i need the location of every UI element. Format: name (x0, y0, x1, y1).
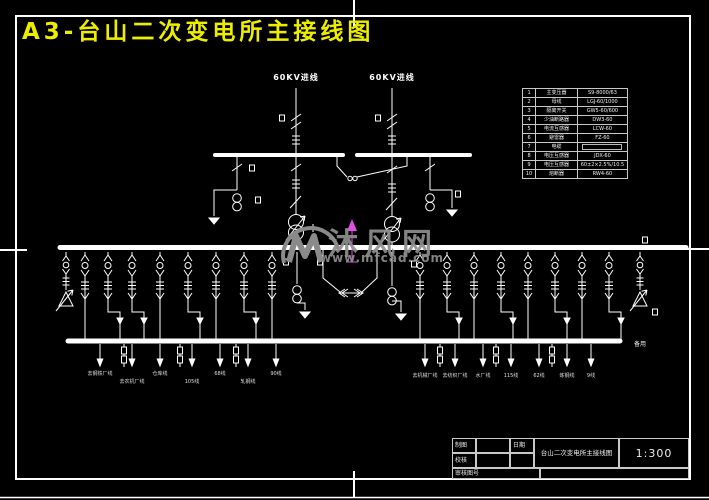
bus-tie-60kv (336, 157, 408, 182)
equipment-spec (576, 142, 629, 152)
equipment-spec: RW4-60 (576, 169, 629, 179)
titleblock-date-value (510, 453, 534, 468)
equipment-no: 9 (521, 160, 537, 170)
equipment-spec: GW5-60/600 (576, 106, 629, 116)
titleblock-review-value (540, 468, 689, 479)
equipment-table-row: 1 主变压器 S9-8000/63 (521, 88, 629, 98)
equipment-no: 10 (521, 169, 537, 179)
arrester-feeder-right (630, 252, 658, 316)
arrester-feeder-left (56, 252, 73, 311)
equipment-name: 少油断路器 (535, 115, 578, 125)
feeder-label: 90线 (270, 371, 282, 377)
feeder-label: 轧钢线 (240, 379, 256, 385)
pt-branch-60kv-left (208, 157, 255, 225)
equipment-spec: 60±2×2.5%/10.5 (576, 160, 629, 170)
equipment-no: 4 (521, 115, 537, 125)
equipment-no: 5 (521, 124, 537, 134)
feeder-label: 68线 (214, 371, 226, 377)
bus-tag-square (642, 236, 648, 244)
watermark-site-url: www.mfcad.com (320, 251, 444, 265)
equipment-table-row: 10 熔断器 RW4-60 (521, 169, 629, 179)
watermark-site-name: 沐风网 (328, 227, 439, 262)
incoming-label-right: 60KV进线 (369, 73, 415, 82)
equipment-spec: DW3-60 (576, 115, 629, 125)
equipment-spec: LCW-60 (576, 124, 629, 134)
feeder-label: 115线 (503, 373, 519, 379)
equipment-name: 隔离开关 (535, 106, 578, 116)
equipment-name: 电压互感器 (535, 160, 578, 170)
equipment-no: 6 (521, 133, 537, 143)
equipment-table-row: 9 电压互感器 60±2×2.5%/10.5 (521, 160, 629, 170)
feeder-label: 9线 (586, 373, 596, 379)
equipment-spec: FZ-60 (576, 133, 629, 143)
feeder-label: 水厂线 (475, 373, 491, 379)
feeder-label: 105线 (184, 379, 200, 385)
titleblock-drawing-title: 台山二次变电所主接线图 (534, 438, 619, 468)
feeder-label: 炼钢线 (559, 373, 575, 379)
equipment-no: 7 (521, 142, 537, 152)
titleblock-review-label: 审核图号 (452, 468, 540, 479)
titleblock-check-label: 校核 (452, 453, 476, 468)
equipment-table-row: 2 母线 LGJ-60/1000 (521, 97, 629, 107)
spare-feeder-label: 备用 (633, 341, 647, 348)
equipment-table-row: 6 避雷器 FZ-60 (521, 133, 629, 143)
equipment-name: 熔断器 (535, 169, 578, 179)
equipment-table-row: 3 隔离开关 GW5-60/600 (521, 106, 629, 116)
equipment-table-row: 4 少油断路器 DW3-60 (521, 115, 629, 125)
equipment-spec: S9-8000/63 (576, 88, 629, 98)
titleblock-draw-label: 制图 (452, 438, 476, 453)
feeder-label: 去农机厂线 (119, 379, 145, 385)
feeder-label: 去纺织厂线 (442, 373, 468, 379)
equipment-table-row: 5 电流互感器 LCW-60 (521, 124, 629, 134)
feeder-label: 去钢铁厂线 (87, 371, 113, 377)
equipment-no: 8 (521, 151, 537, 161)
equipment-no: 3 (521, 106, 537, 116)
page-title: A3-台山二次变电所主接线图 (22, 19, 375, 45)
feeder-label: 仓库线 (152, 371, 168, 377)
pt-branch-60kv-right (424, 157, 461, 217)
watermark-logo (281, 226, 340, 264)
incoming-line-right (375, 88, 398, 155)
station-pt-right (387, 252, 417, 321)
incoming-line-left (279, 88, 302, 155)
incoming-label-left: 60KV进线 (273, 73, 319, 82)
equipment-name: 避雷器 (535, 133, 578, 143)
selected-highlight[interactable] (346, 219, 358, 263)
equipment-table: 1 主变压器 S9-8000/63 2 母线 LGJ-60/1000 3 隔离开… (521, 88, 629, 179)
station-pt-left (283, 252, 323, 319)
equipment-name: 电缆 (535, 142, 578, 152)
equipment-no: 2 (521, 97, 537, 107)
main-transformer-left (255, 157, 317, 245)
equipment-name: 主变压器 (535, 88, 578, 98)
equipment-spec: LGJ-60/1000 (576, 97, 629, 107)
equipment-no: 1 (521, 88, 537, 98)
titleblock-scale: 1:300 (619, 438, 689, 468)
equipment-spec: JDX-60 (576, 151, 629, 161)
feeder-label: 62线 (533, 373, 545, 379)
equipment-table-row: 8 电压互感器 JDX-60 (521, 151, 629, 161)
feeder-label: 去机械厂线 (412, 373, 438, 379)
equipment-name: 电压互感器 (535, 151, 578, 161)
titleblock-draw-value (476, 438, 510, 453)
feeder-group-right (416, 252, 624, 339)
main-transformer-right (381, 157, 402, 245)
equipment-name: 母线 (535, 97, 578, 107)
feeder-group-left (81, 252, 276, 339)
equipment-name: 电流互感器 (535, 124, 578, 134)
titleblock-check-value (476, 453, 510, 468)
feeder-outlets (96, 343, 595, 368)
titleblock-date-label: 日期 (510, 438, 534, 453)
equipment-table-row: 7 电缆 (521, 142, 629, 152)
